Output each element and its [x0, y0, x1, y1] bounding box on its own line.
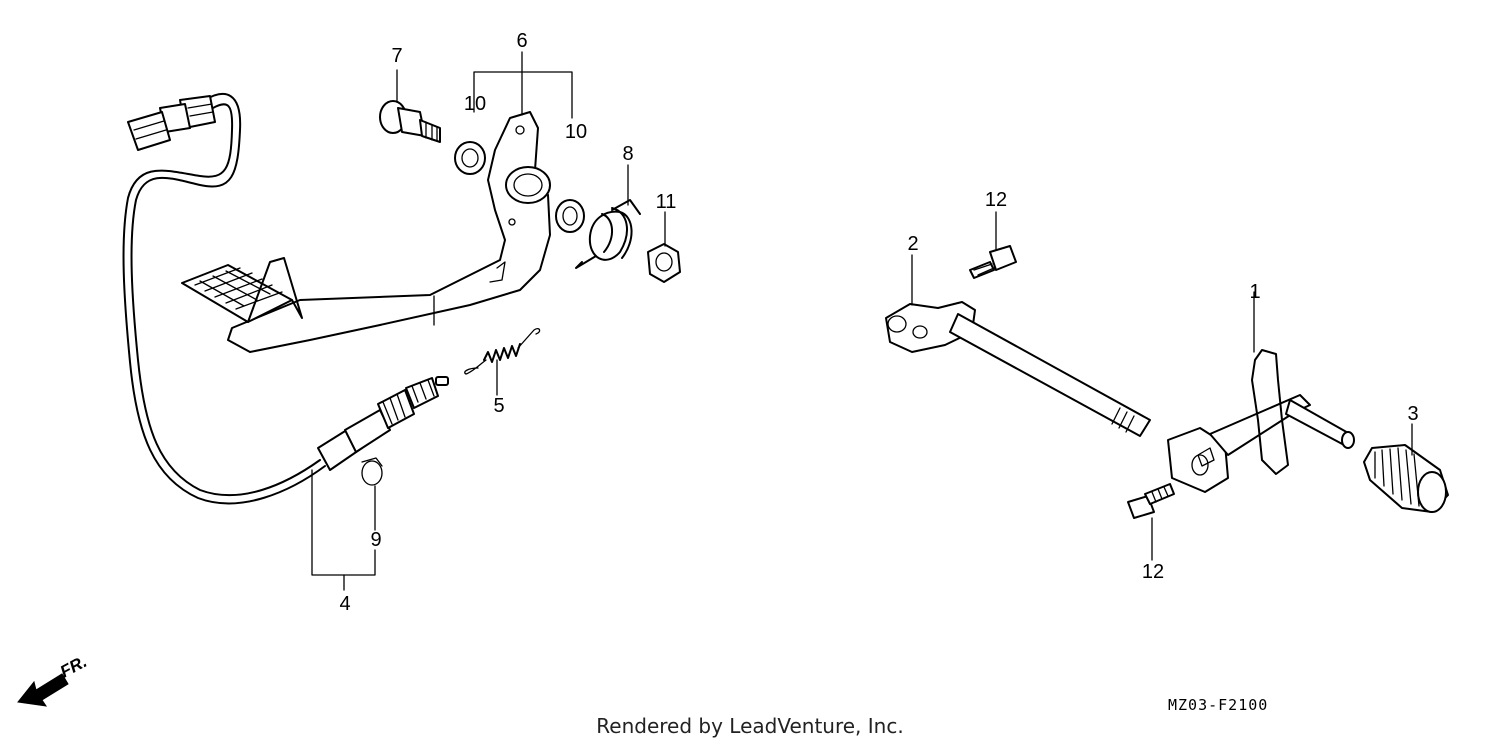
nut — [647, 243, 681, 283]
callout-12-top: 12 — [985, 189, 1007, 211]
callout-8: 8 — [622, 143, 633, 165]
shift-arm — [885, 301, 1151, 437]
shift-pedal-rubber — [1363, 444, 1449, 513]
callout-2: 2 — [907, 233, 918, 255]
dust-seal-right — [555, 199, 585, 233]
callout-5: 5 — [493, 395, 504, 417]
callout-10-right: 10 — [565, 121, 587, 143]
clip — [361, 457, 383, 486]
dust-seal-left — [454, 141, 486, 175]
callout-7: 7 — [391, 45, 402, 67]
brake-switch-wire — [122, 93, 326, 505]
callout-3: 3 — [1407, 403, 1418, 425]
callout-4: 4 — [339, 593, 350, 615]
bolt-top — [969, 245, 1017, 279]
brake-pedal — [181, 111, 551, 353]
brake-light-switch — [317, 376, 449, 471]
callout-9: 9 — [370, 529, 381, 551]
callout-12-bottom: 12 — [1142, 561, 1164, 583]
front-arrow-icon — [17, 673, 69, 707]
tension-spring — [464, 328, 541, 375]
bolt-bottom — [1127, 483, 1175, 519]
leader-lines — [311, 51, 1413, 591]
shift-pedal — [1167, 349, 1355, 493]
callout-6: 6 — [516, 30, 527, 52]
pivot-bolt — [379, 100, 441, 143]
callout-10-left: 10 — [464, 93, 486, 115]
credit-text: Rendered by LeadVenture, Inc. — [596, 714, 904, 738]
callout-1: 1 — [1249, 281, 1260, 303]
return-spring — [575, 199, 641, 269]
drawing-code: MZ03-F2100 — [1168, 696, 1268, 714]
callout-11: 11 — [656, 191, 677, 213]
